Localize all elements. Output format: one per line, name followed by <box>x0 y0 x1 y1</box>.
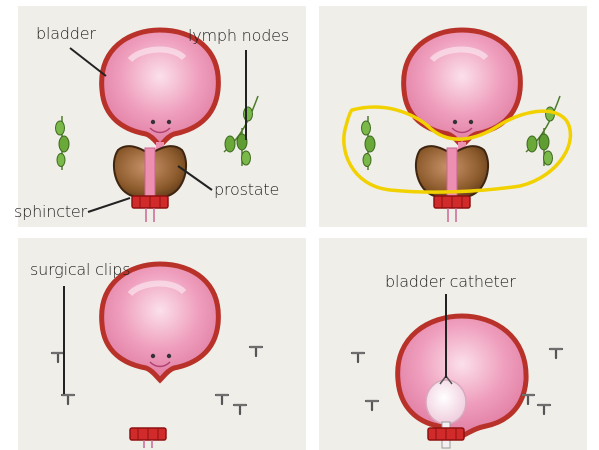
prostate-label: prostate <box>214 180 279 199</box>
surgical-clip <box>352 353 364 362</box>
sphincter-pointer-line <box>88 198 130 212</box>
p2-lymph-nodes-right <box>526 96 560 166</box>
bladder-catheter-label: bladder catheter <box>385 272 516 291</box>
p3-sphincter <box>130 428 166 440</box>
surgical-clip <box>234 405 246 414</box>
p1-sphincter <box>132 196 168 208</box>
surgical-clips-label: surgical clips <box>30 260 130 279</box>
p4-bladder <box>398 316 526 436</box>
p1-prostate <box>114 146 186 198</box>
p1-lymph-nodes-left <box>56 116 70 170</box>
p2-lymph-nodes-left <box>362 116 376 170</box>
p1-lymph-nodes-right <box>224 96 258 166</box>
p2-bladder <box>404 30 521 146</box>
p4-sphincter <box>428 428 464 440</box>
lymph-nodes-label: lymph nodes <box>188 26 289 45</box>
surgical-clip <box>538 405 550 414</box>
surgical-clip <box>52 353 64 362</box>
p1-urethra-bottom <box>146 208 154 222</box>
bladder-label: bladder <box>36 24 96 43</box>
surgical-clip <box>550 349 562 358</box>
p1-bladder <box>102 30 219 146</box>
p3-bladder <box>102 264 219 380</box>
p2-sphincter <box>434 196 470 208</box>
sphincter-label: sphincter <box>14 202 87 221</box>
bladder-pointer-line <box>70 48 106 76</box>
surgical-clip <box>250 347 262 356</box>
surgical-clip <box>366 401 378 410</box>
surgical-clip <box>216 395 228 404</box>
surgical-clip <box>62 395 74 404</box>
